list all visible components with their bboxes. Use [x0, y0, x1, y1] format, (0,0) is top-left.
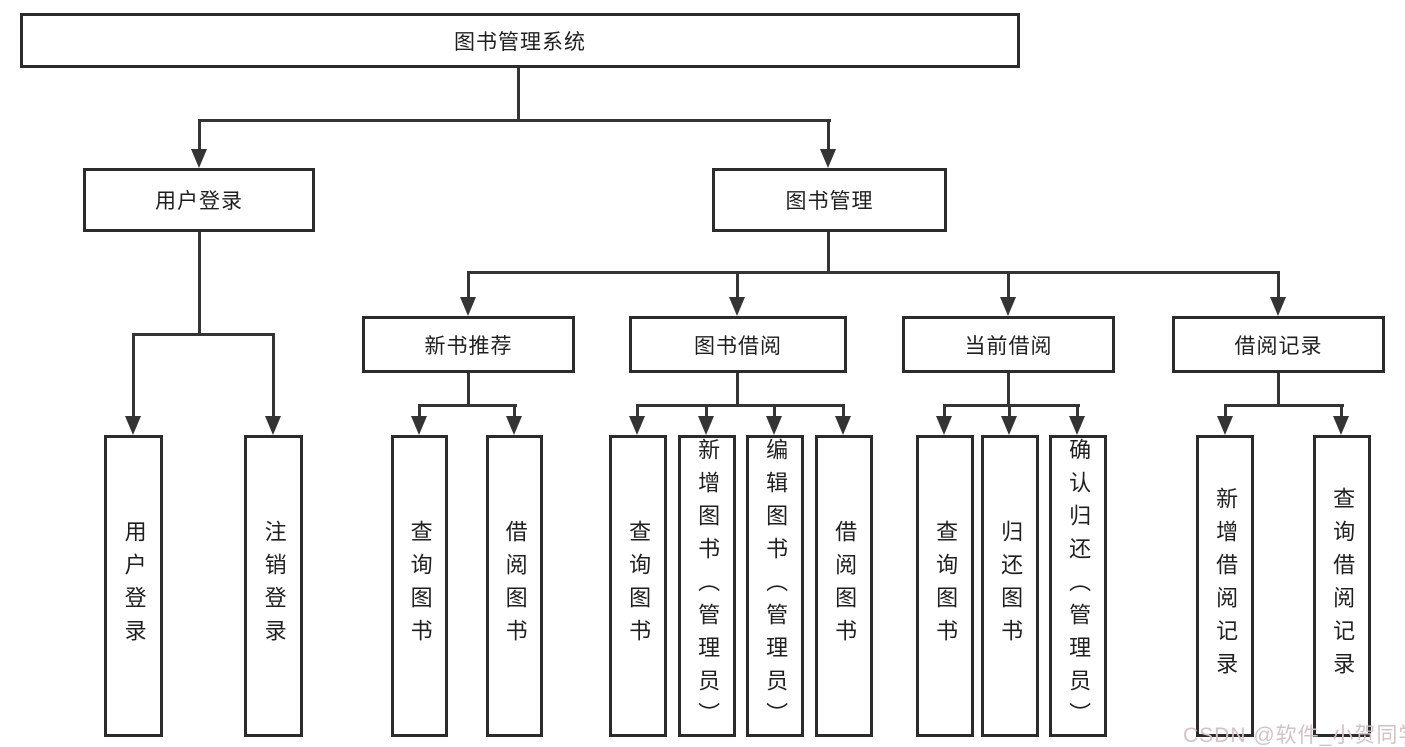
node-root-library-system: 图书管理系统: [20, 13, 1020, 68]
leaf-user-login: 用户登录: [104, 435, 163, 737]
leaf-label: 注销登录: [261, 520, 287, 652]
connector-g4-leaf1-drop: [1224, 404, 1227, 417]
node-label: 图书管理: [785, 190, 874, 213]
leaf-label: 查询图书: [933, 520, 959, 652]
leaf-query-books-borrow: 查询图书: [609, 435, 667, 737]
connector-g2-leaf4-drop: [842, 404, 845, 417]
connector-current-borrow-drop: [1007, 271, 1010, 298]
node-book-management: 图书管理: [712, 168, 947, 232]
leaf-label: 借阅图书: [832, 520, 858, 652]
leaf-label: 归还图书: [998, 520, 1024, 652]
connector-g4-leaf2-drop: [1340, 404, 1343, 417]
leaf-label: 查询图书: [626, 520, 652, 652]
node-label: 图书借阅: [694, 334, 782, 358]
arrowhead-leaf-logout: [265, 416, 281, 435]
leaf-query-books-current: 查询图书: [916, 435, 974, 737]
connector-new-books-drop: [467, 271, 470, 298]
connector-g1-leaf2-drop: [513, 404, 516, 417]
connector-borrow-records-drop: [1277, 271, 1280, 298]
node-current-borrowing: 当前借阅: [902, 316, 1115, 373]
arrowhead-book-mgmt: [820, 149, 836, 168]
leaf-label: 借阅图书: [502, 520, 528, 652]
leaf-label: 新增图书（管理员）: [695, 437, 721, 735]
connector-g2-hbar: [636, 404, 845, 407]
leaf-label: 新增借阅记录: [1213, 487, 1239, 685]
leaf-label: 查询借阅记录: [1330, 487, 1356, 685]
node-label: 新书推荐: [424, 334, 513, 358]
leaf-add-books-admin: 新增图书（管理员）: [678, 435, 736, 737]
node-label: 借阅记录: [1234, 334, 1323, 358]
node-user-login: 用户登录: [83, 168, 315, 232]
leaf-query-borrow-record: 查询借阅记录: [1313, 435, 1371, 737]
arrowhead-g3-leaf3: [1069, 416, 1085, 435]
connector-g2-stem: [736, 373, 739, 406]
leaf-logout: 注销登录: [244, 435, 303, 737]
connector-g2-leaf2-drop: [705, 404, 708, 417]
connector-g3-stem: [1007, 373, 1010, 406]
node-label: 用户登录: [155, 190, 243, 213]
connector-g3-leaf2-drop: [1008, 404, 1011, 417]
connector-mgmt-stem: [827, 232, 830, 273]
connector-book-borrow-drop: [736, 271, 739, 298]
node-borrow-records: 借阅记录: [1172, 316, 1385, 373]
arrowhead-book-borrow: [729, 297, 745, 316]
csdn-watermark: CSDN @软件_小贺同学: [1183, 724, 1405, 747]
connector-root-stem: [517, 68, 520, 121]
arrowhead-g3-leaf1: [936, 416, 952, 435]
leaf-query-books-recommend: 查询图书: [391, 435, 448, 737]
connector-g3-leaf1-drop: [943, 404, 946, 417]
leaf-edit-books-admin: 编辑图书（管理员）: [746, 435, 804, 737]
connector-leaf-logout-drop: [272, 333, 275, 416]
arrowhead-leaf-login: [125, 416, 141, 435]
connector-g3-leaf3-drop: [1076, 404, 1079, 417]
node-label: 当前借阅: [964, 334, 1053, 358]
arrowhead-g3-leaf2: [1001, 416, 1017, 435]
connector-user-login-drop: [198, 119, 201, 150]
node-new-book-recommend: 新书推荐: [362, 316, 575, 373]
leaf-label: 编辑图书（管理员）: [763, 437, 789, 735]
arrowhead-new-books: [460, 297, 476, 316]
arrowhead-g1-leaf2: [506, 416, 522, 435]
connector-user-hbar: [132, 333, 275, 336]
arrowhead-g2-leaf2: [698, 416, 714, 435]
connector-mgmt-hbar: [467, 271, 1280, 274]
connector-g4-hbar: [1224, 404, 1344, 407]
connector-user-stem: [198, 232, 201, 335]
connector-g1-stem: [467, 373, 470, 406]
connector-g2-leaf1-drop: [636, 404, 639, 417]
arrowhead-g2-leaf3: [766, 416, 782, 435]
connector-leaf-login-drop: [132, 333, 135, 416]
leaf-return-books: 归还图书: [981, 435, 1039, 737]
connector-g1-hbar: [418, 404, 517, 407]
arrowhead-current-borrow: [1000, 297, 1016, 316]
leaf-add-borrow-record: 新增借阅记录: [1196, 435, 1254, 737]
leaf-label: 确认归还（管理员）: [1066, 437, 1092, 735]
arrowhead-g4-leaf1: [1217, 416, 1233, 435]
connector-g2-leaf3-drop: [773, 404, 776, 417]
connector-g4-stem: [1277, 373, 1280, 406]
leaf-label: 查询图书: [407, 520, 433, 652]
arrowhead-user-login: [191, 149, 207, 168]
arrowhead-g4-leaf2: [1333, 416, 1349, 435]
leaf-label: 用户登录: [121, 520, 147, 652]
arrowhead-borrow-records: [1270, 297, 1286, 316]
node-book-borrowing: 图书借阅: [629, 316, 847, 373]
arrowhead-g1-leaf1: [411, 416, 427, 435]
arrowhead-g2-leaf1: [629, 416, 645, 435]
connector-g1-leaf1-drop: [418, 404, 421, 417]
leaf-borrow-books-recommend: 借阅图书: [486, 435, 543, 737]
node-label: 图书管理系统: [454, 30, 586, 54]
connector-root-hbar: [198, 119, 831, 122]
leaf-confirm-return-admin: 确认归还（管理员）: [1049, 435, 1107, 737]
leaf-borrow-books: 借阅图书: [815, 435, 873, 737]
connector-g3-hbar: [943, 404, 1080, 407]
arrowhead-g2-leaf4: [835, 416, 851, 435]
connector-book-mgmt-drop: [827, 119, 830, 150]
